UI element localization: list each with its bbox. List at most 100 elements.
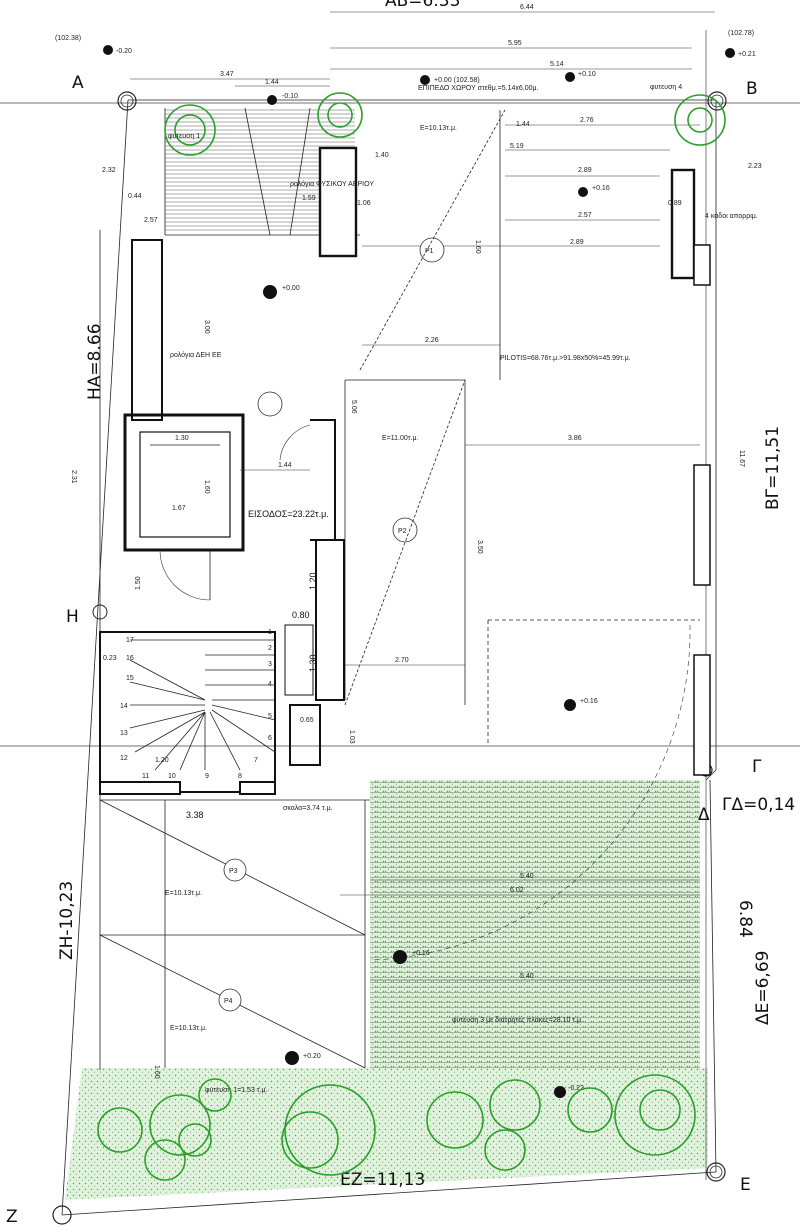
dim-514: 5.14 [550,61,564,68]
level-lower: +0.16 [580,698,598,705]
parking-p1: P1 [425,248,434,255]
stair-2: 2 [268,645,272,652]
stair-6: 6 [268,735,272,742]
level-marker-garden [285,1051,299,1065]
dim-103: 1.03 [348,730,355,744]
parking-p4: P4 [224,998,233,1005]
entrance-door-frame [310,419,336,541]
stair-3: 3 [268,661,272,668]
boundary-bottom [61,1171,717,1216]
stair-13: 13 [120,730,128,737]
dim-089: 0.89 [668,200,682,207]
dim-226: 2.26 [425,337,439,344]
stair-7: 7 [254,757,258,764]
side-684: 6.84 [735,900,755,938]
dim-080: 0.80 [292,610,310,620]
corner-h-label: Η [66,607,79,627]
dim-144b: 1.44 [516,121,530,128]
dim-276: 2.76 [580,117,594,124]
boundary-left [61,99,129,1216]
dim-130: 1.30 [175,435,189,442]
corner-b-marker [707,91,727,111]
corner-b-label: Β [746,79,758,99]
dim-595: 5.95 [508,40,522,47]
planting-area-3 [370,780,700,1070]
area-mid: Ε=11.00τ.μ. [382,435,418,442]
dim-150: 1.50 [135,576,142,590]
dim-159: 1.59 [302,195,316,202]
stair-12: 12 [120,755,128,762]
dim-347: 3.47 [220,71,234,78]
boundary-gd [705,769,717,781]
dim-140: 1.40 [375,152,389,159]
corner-a-label: Α [72,73,84,93]
parking-p3-marker [223,858,247,882]
gas-meters-label: ρολόγια ΦΥΣΙΚΟΥ ΑΕΡΙΟΥ [290,180,374,188]
level-right: +0.16 [592,185,610,192]
dim-065: 0.65 [300,717,314,724]
stair-treads [129,639,276,771]
stair-17: 17 [126,637,134,644]
dim-231: 2.31 [70,470,77,484]
dim-044: 0.44 [128,193,142,200]
corner-g-label: Γ [752,757,762,777]
side-ab: ΑΒ=6.33 [385,0,460,11]
entrance-door-swing [279,424,311,461]
dim-223: 2.23 [748,163,762,170]
vehicle-turn-arc [369,624,691,961]
dim-270: 2.70 [395,657,409,664]
gas-meter-box [318,146,358,258]
dim-602: 6.02 [510,887,524,894]
level-top: +0.00 (102.58) [434,77,480,84]
dim-519: 5.19 [510,143,524,150]
dim-540: 5.40 [520,873,534,880]
dim-160b: 1.60 [153,1065,160,1079]
parking-p2: P2 [398,528,407,535]
corner-z-marker [52,1205,72,1225]
elev-a-level: -0.20 [116,48,132,55]
stair-8: 8 [238,773,242,780]
area-p3: Ε=10.13τ.μ. [165,890,202,897]
level-bottom: +0.16 [412,950,430,957]
dim-257b: 2.57 [144,217,158,224]
pillar-wall [315,539,345,701]
stair-9: 9 [205,773,209,780]
plant4-label: φυτευση 4 [650,84,682,91]
dim-120: 1.20 [308,572,318,590]
stair-14: 14 [120,703,128,710]
level-marker-lower [564,699,576,711]
dim-167: 1.67 [172,505,186,512]
dim-338: 3.38 [186,810,204,820]
stair-16: 16 [126,655,134,662]
parking-p1-marker [419,237,445,263]
dim-350: 3.50 [476,540,483,554]
side-ha: ΗΑ=8.66 [85,323,105,400]
boundary-right-lower [709,779,717,1173]
parking-p4-marker [218,988,242,1012]
side-ez: ΕΖ=11,13 [340,1170,425,1190]
parking-p3: P3 [229,868,238,875]
corner-e-label: Ε [740,1175,751,1195]
entrance-label: ΕΙΣΟΔΟΣ=23.22τ.μ. [248,509,329,519]
dim-1167: 11.67 [738,450,745,467]
stair-11: 11 [142,773,149,780]
stair-5: 5 [268,713,272,720]
stair-enclosure [99,631,276,793]
dim-644: 6.44 [520,4,534,11]
bins-label: 4 κάδοι απορριμ. [705,212,758,220]
level-marker-b [725,48,735,58]
stair-note: σκαλα=3.74 τ.μ. [283,805,333,812]
dim-144c: 1.44 [278,462,292,469]
dim-232: 2.32 [102,167,116,174]
pilotis-label: PILOTIS=68.76τ.μ.>91.98x50%=45.99τ.μ. [500,355,631,362]
corner-d-label: Δ [698,805,710,825]
level-marker-top [420,75,430,85]
stair-wall-small [284,624,314,696]
dim-289b: 2.89 [570,239,584,246]
level-left: -0.10 [282,93,298,100]
level-marker-a [103,45,113,55]
stair-1: 1 [268,629,272,636]
trees [97,92,726,1181]
level-garden-r: -0.22 [568,1085,584,1092]
